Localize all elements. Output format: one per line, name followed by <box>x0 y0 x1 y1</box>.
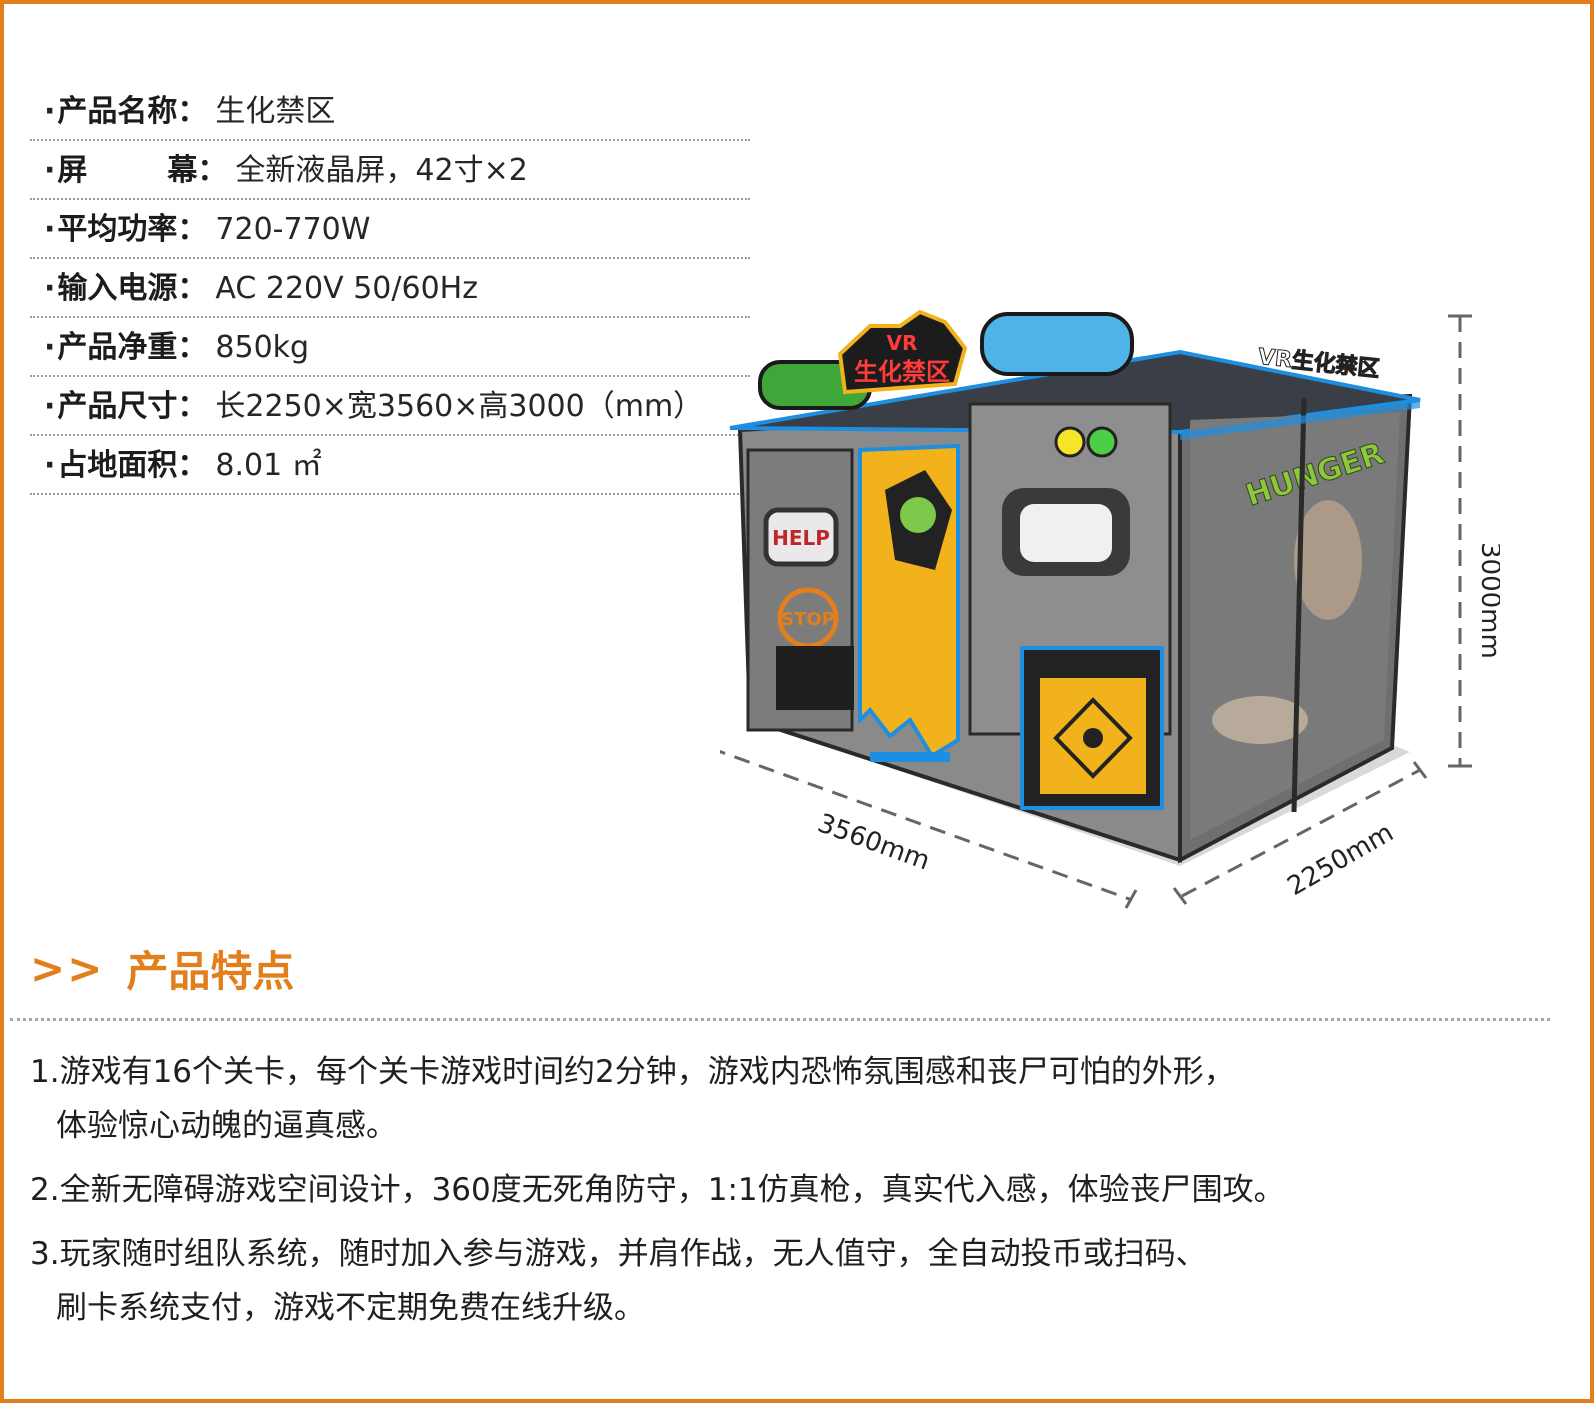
spec-label: 产品尺寸 <box>57 389 178 424</box>
spec-colon: ： <box>177 448 208 483</box>
bullet: · <box>44 389 56 424</box>
spec-value: 生化禁区 <box>215 94 336 129</box>
bullet: · <box>44 271 56 306</box>
features-list: 1.游戏有16个关卡，每个关卡游戏时间约2分钟，游戏内恐怖氛围感和丧尸可怕的外形… <box>30 1045 1560 1345</box>
feature-line: 2.全新无障碍游戏空间设计，360度无死角防守，1:1仿真枪，真实代入感，体验丧… <box>30 1172 1285 1208</box>
biohazard-symbol <box>1083 728 1103 748</box>
door-neon-strip <box>870 752 950 762</box>
yellow-indicator-light <box>1054 426 1086 458</box>
feature-item-3: 3.玩家随时组队系统，随时加入参与游戏，并肩作战，无人值守，全自动投币或扫码、 … <box>30 1227 1560 1335</box>
screen-window <box>1020 504 1112 562</box>
spec-label: 平均功率 <box>57 212 178 247</box>
bullet: · <box>44 448 56 483</box>
spec-value: 全新液晶屏，42寸×2 <box>235 153 528 188</box>
product-illustration: VR 生化禁区 VR生化禁区 HELP STOP HUNGER 3000mm 3… <box>720 309 1500 909</box>
spec-value: 720-770W <box>215 212 371 247</box>
feature-item-2: 2.全新无障碍游戏空间设计，360度无死角防守，1:1仿真枪，真实代入感，体验丧… <box>30 1163 1560 1217</box>
dim-width-label: 3560mm <box>814 808 934 876</box>
speaker-grille <box>776 646 854 710</box>
spec-value: 8.01 ㎡ <box>215 448 322 483</box>
help-graffiti: HELP <box>772 526 830 550</box>
spec-row-name: · 产品名称： 生化禁区 <box>30 82 750 141</box>
bullet: · <box>44 212 56 247</box>
biohazard-sign <box>1053 697 1133 779</box>
spec-colon: ： <box>177 94 208 129</box>
spec-colon: ： <box>177 212 208 247</box>
spec-label: 产品净重 <box>57 330 178 365</box>
feature-line-cont: 体验惊心动魄的逼真感。 <box>56 1108 397 1144</box>
stop-graffiti: STOP <box>781 609 835 630</box>
heading-arrows: >> <box>30 943 105 993</box>
dimension-ticks <box>1124 314 1472 909</box>
spec-value: 850kg <box>215 330 310 365</box>
bullet: · <box>44 94 56 129</box>
features-heading: >> 产品特点 <box>30 938 294 998</box>
spec-row-area: · 占地面积： 8.01 ㎡ <box>30 436 750 495</box>
spec-colon: ： <box>177 389 208 424</box>
zombie-face <box>900 497 936 533</box>
dimension-lines <box>720 316 1462 902</box>
bullet: · <box>44 330 56 365</box>
spec-label: 屏幕 <box>57 153 198 188</box>
spec-colon: ： <box>177 330 208 365</box>
spec-row-power: · 平均功率： 720-770W <box>30 200 750 259</box>
spec-label: 产品名称 <box>57 94 178 129</box>
spec-value: AC 220V 50/60Hz <box>215 271 478 306</box>
features-title: 产品特点 <box>126 946 295 996</box>
main-sign-line1: VR <box>887 331 918 355</box>
main-sign <box>837 309 968 395</box>
feature-item-1: 1.游戏有16个关卡，每个关卡游戏时间约2分钟，游戏内恐怖氛围感和丧尸可怕的外形… <box>30 1045 1560 1153</box>
spec-row-input-power: · 输入电源： AC 220V 50/60Hz <box>30 259 750 318</box>
dim-height-label: 3000mm <box>1475 542 1500 659</box>
help-window <box>763 507 839 567</box>
spec-colon: ： <box>197 153 228 188</box>
green-indicator-light <box>1086 426 1118 458</box>
spec-value: 长2250×宽3560×高3000（mm） <box>215 389 704 424</box>
spec-row-screen: · 屏幕： 全新液晶屏，42寸×2 <box>30 141 750 200</box>
zombie-figures <box>1294 500 1362 620</box>
roof-neon-edge <box>1180 400 1420 440</box>
spec-label: 输入电源 <box>57 271 178 306</box>
main-sign-line2: 生化禁区 <box>854 358 950 386</box>
zombie-crawling <box>1212 696 1308 744</box>
feature-line: 1.游戏有16个关卡，每个关卡游戏时间约2分钟，游戏内恐怖氛围感和丧尸可怕的外形… <box>30 1054 1235 1090</box>
features-divider <box>10 1018 1550 1021</box>
spec-list: · 产品名称： 生化禁区 · 屏幕： 全新液晶屏，42寸×2 · 平均功率： 7… <box>30 82 750 495</box>
side-pillar <box>1291 397 1307 813</box>
spec-row-weight: · 产品净重： 850kg <box>30 318 750 377</box>
spec-colon: ： <box>177 271 208 306</box>
spec-label: 占地面积 <box>57 448 178 483</box>
feature-line-cont: 刷卡系统支付，游戏不定期免费在线升级。 <box>56 1290 645 1326</box>
feature-line: 3.玩家随时组队系统，随时加入参与游戏，并肩作战，无人值守，全自动投币或扫码、 <box>30 1236 1207 1272</box>
bullet: · <box>44 153 56 188</box>
spec-row-size: · 产品尺寸： 长2250×宽3560×高3000（mm） <box>30 377 750 436</box>
blue-light-tube <box>980 312 1134 376</box>
dim-depth-label: 2250mm <box>1283 818 1399 902</box>
